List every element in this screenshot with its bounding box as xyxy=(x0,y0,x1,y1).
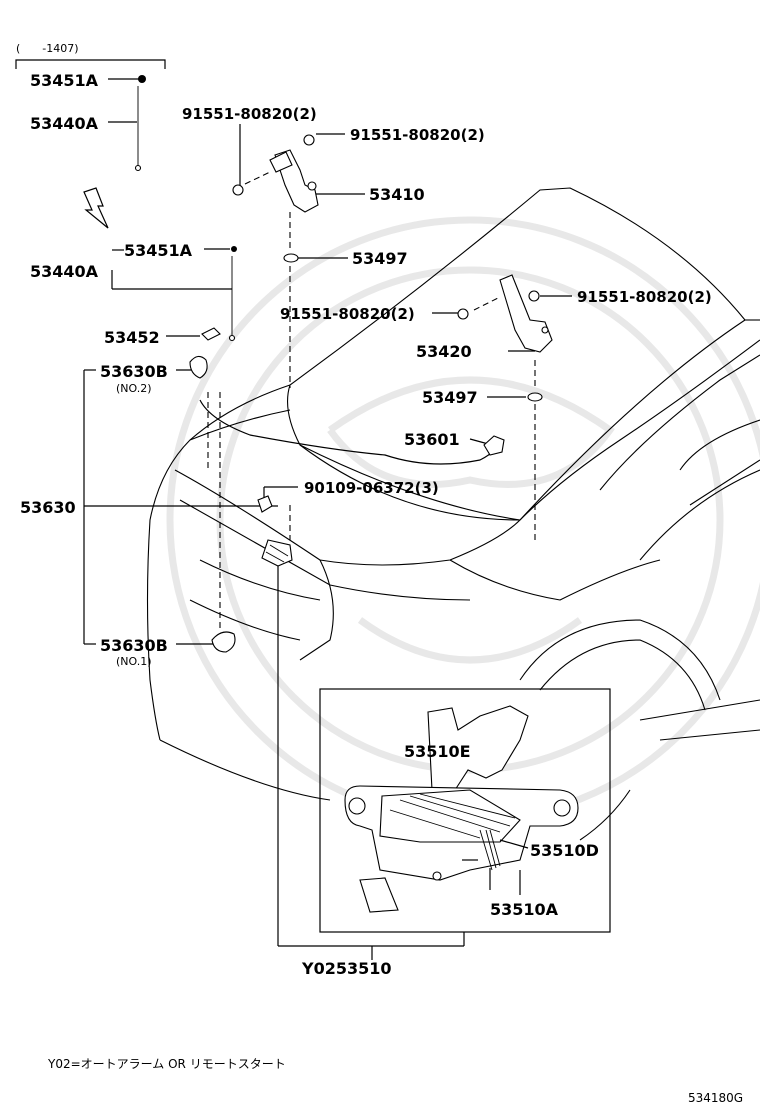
label-Y0253510: Y0253510 xyxy=(301,959,392,978)
label-91551-left: 91551-80820(2) xyxy=(182,105,317,123)
header-range: ( -1407) xyxy=(16,42,79,55)
label-53420: 53420 xyxy=(416,342,472,361)
label-no1: (NO.1) xyxy=(116,655,152,668)
grommet-part xyxy=(138,75,146,83)
cable-clamp-no2 xyxy=(190,356,207,378)
label-53451A-top: 53451A xyxy=(30,71,99,90)
label-91551-mid: 91551-80820(2) xyxy=(280,305,415,323)
label-53510D: 53510D xyxy=(530,841,599,860)
label-53630B-no2: 53630B xyxy=(100,362,168,381)
label-53630: 53630 xyxy=(20,498,76,517)
label-53452: 53452 xyxy=(104,328,160,347)
label-53497-mid: 53497 xyxy=(422,388,478,407)
label-53510A: 53510A xyxy=(490,900,559,919)
hood-hinge-right xyxy=(500,275,552,352)
label-53630B-no1: 53630B xyxy=(100,636,168,655)
range-bracket: ( -1407) xyxy=(16,42,165,69)
label-53440A-top: 53440A xyxy=(30,114,99,133)
label-91551-far-right: 91551-80820(2) xyxy=(577,288,712,306)
label-90109: 90109-06372(3) xyxy=(304,479,439,497)
hood-lock-small xyxy=(262,540,292,566)
cable-clamp-no1 xyxy=(212,632,235,652)
label-91551-right-top: 91551-80820(2) xyxy=(350,126,485,144)
label-53510E: 53510E xyxy=(404,742,471,761)
bolt-icon xyxy=(304,135,314,145)
label-53440A-mid: 53440A xyxy=(30,262,99,281)
diagram-code: 534180G xyxy=(688,1091,743,1105)
label-no2: (NO.2) xyxy=(116,382,152,395)
footnote: Y02=オートアラーム OR リモートスタート xyxy=(47,1057,286,1071)
lock-detail-box xyxy=(320,689,610,932)
label-53601: 53601 xyxy=(404,430,460,449)
hinge-shim xyxy=(284,254,298,262)
direction-arrow-icon xyxy=(84,188,108,228)
label-53410: 53410 xyxy=(369,185,425,204)
support-rod-holder xyxy=(202,328,220,340)
label-53451A-mid: 53451A xyxy=(124,241,193,260)
label-53497-top: 53497 xyxy=(352,249,408,268)
release-lever xyxy=(484,436,504,455)
